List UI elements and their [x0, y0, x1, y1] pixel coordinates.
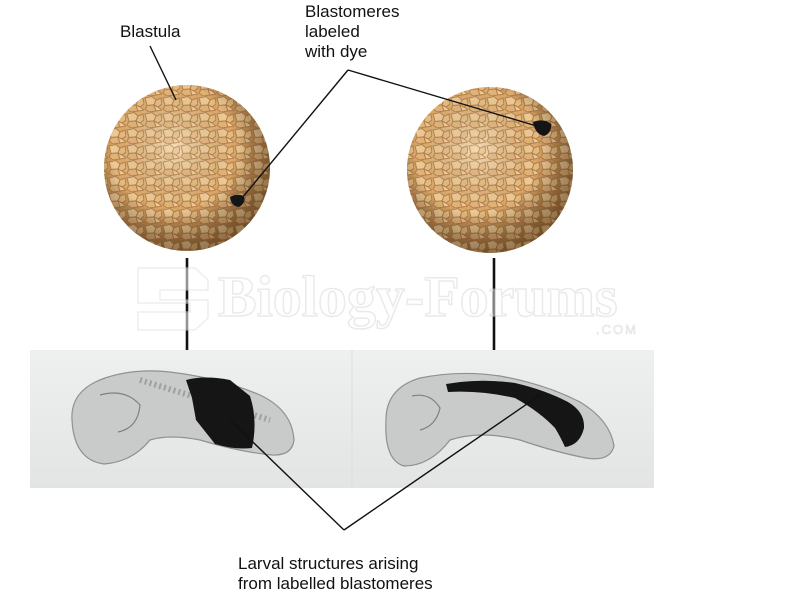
blastula-left — [104, 85, 270, 251]
larva-right-dye — [446, 380, 585, 447]
blastula-right — [407, 87, 573, 253]
blastomeres-label-line-1: Blastomeres — [305, 2, 400, 21]
blastula-leader — [149, 45, 177, 101]
blastomere-leader-left — [241, 69, 349, 199]
larva-left — [71, 370, 295, 465]
larval-leaders — [229, 394, 541, 531]
larva-left-dye — [186, 377, 255, 449]
watermark: Biology-Forums .COM — [137, 263, 638, 337]
dye-spot-right — [533, 120, 552, 136]
larva-right-body — [385, 372, 615, 467]
blastomeres-label: Blastomeres labeled with dye — [305, 2, 399, 62]
blastula-label: Blastula — [120, 22, 181, 41]
larval-leader-right — [343, 394, 541, 531]
watermark-suffix: .COM — [596, 322, 638, 337]
blastomere-leader-right — [347, 69, 541, 128]
blastomere-leaders — [241, 69, 541, 199]
blastomeres-label-line-2: labeled — [305, 22, 360, 41]
larval-label-line-1: Larval structures arising — [238, 554, 419, 573]
watermark-logo — [137, 267, 209, 331]
larva-right — [385, 372, 615, 467]
blastomeres-label-line-3: with dye — [305, 42, 368, 61]
larva-photo-strip — [30, 350, 654, 488]
larval-label-line-2: from labelled blastomeres — [238, 574, 433, 593]
larval-label: Larval structures arising from labelled … — [238, 554, 433, 594]
watermark-text: Biology-Forums — [218, 264, 618, 329]
larval-leader-left — [229, 419, 345, 531]
dye-spot-left — [230, 194, 245, 207]
